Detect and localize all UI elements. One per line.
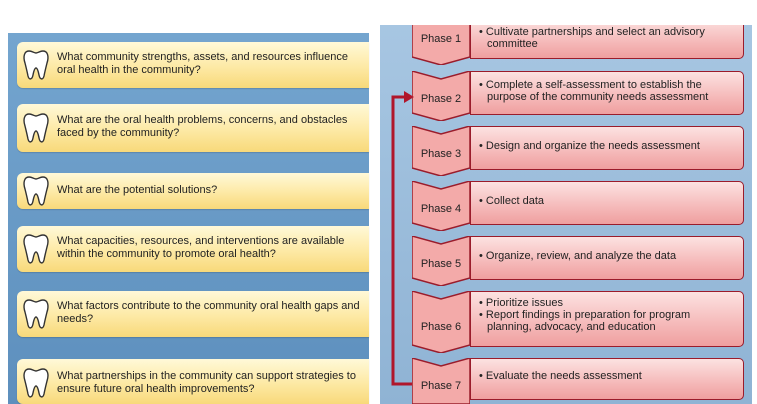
question-card: What are the potential solutions? bbox=[17, 173, 369, 209]
phase-bullet: • Collect data bbox=[479, 195, 545, 207]
phase-label: Phase 4 bbox=[420, 203, 462, 215]
phase-label: Phase 5 bbox=[420, 258, 462, 270]
phase-box: • Evaluate the needs assessment bbox=[470, 358, 744, 400]
phase-tab: Phase 3 bbox=[412, 126, 470, 176]
question-card: What partnerships in the community can s… bbox=[17, 359, 369, 404]
question-text: What community strengths, assets, and re… bbox=[57, 51, 349, 76]
question-card: What capacities, resources, and interven… bbox=[17, 226, 369, 272]
phase-tab: Phase 5 bbox=[412, 236, 470, 286]
phase-box: • Organize, review, and analyze the data bbox=[470, 236, 744, 280]
phase-box: • Collect data bbox=[470, 181, 744, 225]
tooth-icon bbox=[23, 299, 49, 329]
tooth-icon bbox=[23, 368, 49, 398]
question-text: What factors contribute to the community… bbox=[57, 300, 360, 325]
tooth-icon bbox=[23, 113, 49, 143]
question-text: What are the oral health problems, conce… bbox=[57, 114, 348, 139]
phase-bullet: • Cultivate partnerships and select an a… bbox=[479, 26, 705, 50]
phase-label: Phase 3 bbox=[420, 148, 462, 160]
question-text: What are the potential solutions? bbox=[57, 184, 218, 196]
phase-bullet: • Prioritize issues bbox=[479, 297, 563, 309]
phase-box: • Complete a self-assessment to establis… bbox=[470, 71, 744, 115]
phase-bullet: • Organize, review, and analyze the data bbox=[479, 250, 677, 262]
tooth-icon bbox=[23, 234, 49, 264]
phase-tab: Phase 4 bbox=[412, 181, 470, 231]
phase-box: • Cultivate partnerships and select an a… bbox=[470, 25, 744, 59]
phase-tab: Phase 6 bbox=[412, 291, 470, 353]
tooth-icon bbox=[23, 176, 49, 206]
phase-bullet: • Evaluate the needs assessment bbox=[479, 370, 642, 382]
phase-box: • Design and organize the needs assessme… bbox=[470, 126, 744, 170]
question-card: What community strengths, assets, and re… bbox=[17, 42, 369, 88]
question-card: What factors contribute to the community… bbox=[17, 291, 369, 337]
questions-panel: What community strengths, assets, and re… bbox=[8, 33, 369, 404]
phase-tab: Phase 1 bbox=[412, 25, 470, 65]
phase-box: • Prioritize issues • Report findings in… bbox=[470, 291, 744, 347]
loop-back-arrow bbox=[391, 91, 414, 386]
phase-bullet: • Report findings in preparation for pro… bbox=[479, 309, 691, 333]
phase-bullet: • Design and organize the needs assessme… bbox=[479, 140, 700, 152]
phase-bullet: • Complete a self-assessment to establis… bbox=[479, 79, 709, 103]
question-card: What are the oral health problems, conce… bbox=[17, 104, 369, 152]
phase-label: Phase 6 bbox=[420, 321, 462, 333]
phase-label: Phase 7 bbox=[420, 380, 462, 392]
question-text: What partnerships in the community can s… bbox=[57, 370, 356, 395]
tooth-icon bbox=[23, 50, 49, 80]
question-text: What capacities, resources, and interven… bbox=[57, 235, 345, 260]
phase-tab: Phase 7 bbox=[412, 358, 470, 404]
phase-label: Phase 1 bbox=[420, 33, 462, 45]
phase-tab: Phase 2 bbox=[412, 71, 470, 121]
phase-label: Phase 2 bbox=[420, 93, 462, 105]
phases-panel: Phase 1 • Cultivate partnerships and sel… bbox=[380, 25, 752, 404]
